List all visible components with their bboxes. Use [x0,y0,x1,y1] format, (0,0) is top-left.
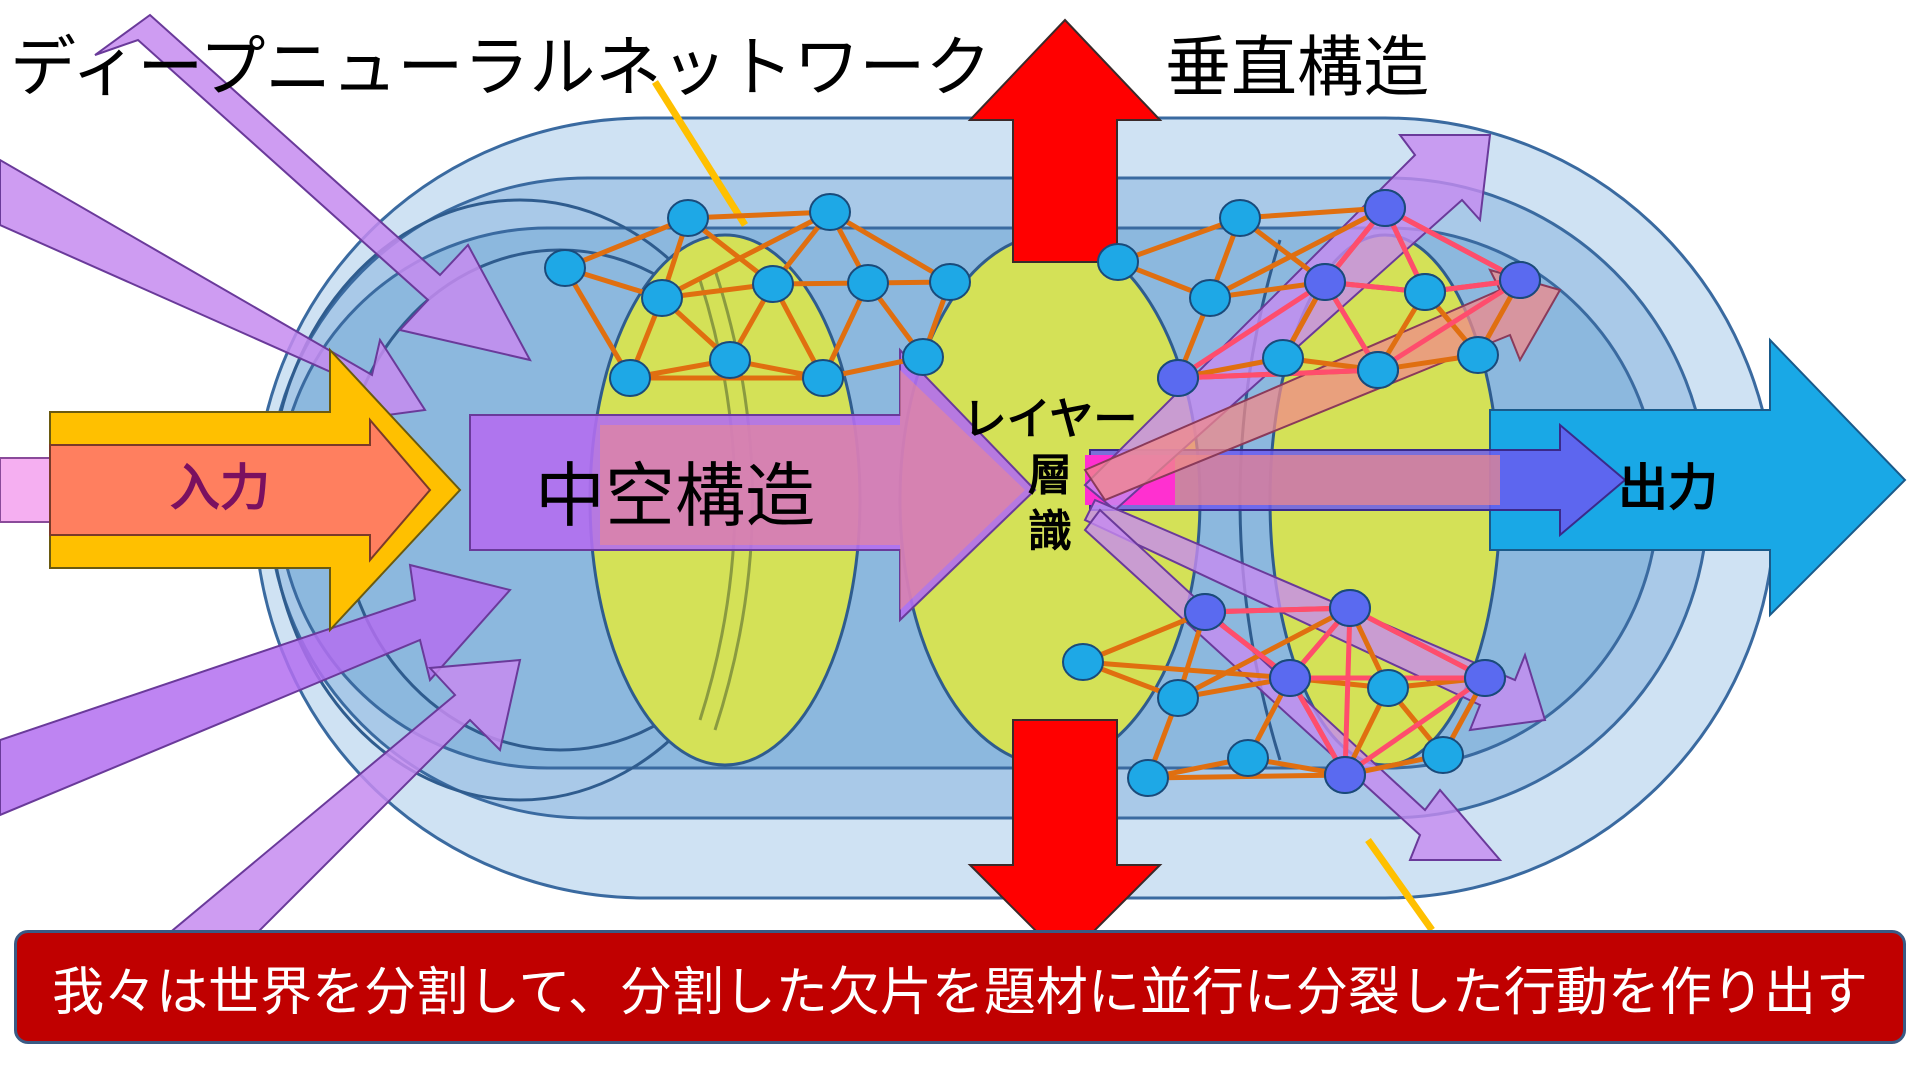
output-label: 出力 [1618,459,1718,517]
bottom-banner: 我々は世界を分割して、分割した欠片を題材に並行に分裂した行動を作り出す [14,930,1906,1044]
network-left-node [847,264,889,302]
network-left-node [929,263,971,301]
title-deep-neural-network: ディープニューラルネットワーク [10,29,992,106]
pointer-line-bottom [1365,837,1435,933]
network-right-top-node [1262,339,1304,377]
network-right-bottom-node [1127,759,1169,797]
network-right-top-edge [1208,205,1387,301]
layer-consciousness-label: レイヤー 層 識 [960,392,1140,560]
network-left-node [709,341,751,379]
network-right-top-node [1219,199,1261,237]
network-right-bottom-pink-edge [1343,675,1487,778]
network-right-bottom-node [1367,669,1409,707]
network-right-bottom-pink-node [1464,659,1506,697]
network-right-bottom-pink-node [1329,589,1371,627]
network-right-top-pink-edge [1376,277,1522,373]
network-right-bottom-node [1422,736,1464,774]
network-right-top-pink-node [1157,359,1199,397]
network-right-bottom-node [1062,643,1104,681]
output-arrow-pink [1090,455,1500,505]
fan-arrow-3 [1083,498,1547,732]
network-left-edge [562,266,633,380]
banner-text: 我々は世界を分割して、分割した欠片を題材に並行に分裂した行動を作り出す [52,962,1868,1023]
network-right-top-pink-node [1499,261,1541,299]
network-right-top-node [1097,243,1139,281]
network-right-bottom-node [1227,739,1269,777]
network-right-top-pink-node [1357,351,1399,389]
center-label-line1: レイヤー [962,394,1138,445]
network-right-bottom-edge [1082,609,1206,665]
network-right-top-pink-node [1404,273,1446,311]
network-left-node [641,279,683,317]
input-label: 入力 [170,459,270,517]
network-nodes [544,189,1541,797]
arrow-diag-top-1 [94,13,532,362]
title-vertical-structure: 垂直構造 [1165,29,1429,106]
network-right-top-edge [1239,205,1386,221]
network-right-bottom-pink-node [1184,593,1226,631]
network-right-top-node [1457,336,1499,374]
network-left-edge [564,215,689,271]
input-arrow-orange [49,417,432,563]
network-left-node [544,249,586,287]
network-left-node [809,193,851,231]
network-right-top-edge [1117,215,1241,265]
hollow-arrow-overlay [600,370,1025,610]
network-right-bottom-edge [1082,659,1291,681]
network-right-bottom-pink-edge [1342,607,1353,776]
pointer-line-top [652,80,748,227]
network-right-bottom-edge [1176,605,1352,701]
output-arrow-blue [1489,337,1907,618]
hollow-structure-label: 中空構造 [535,455,815,537]
arrow-diag-bot-1 [0,563,512,817]
network-left-node [902,338,944,376]
network-right-top-pink-node [1304,263,1346,301]
fan-arrow-4 [1083,508,1503,861]
vertical-arrow-down [967,719,1163,962]
network-left-edge [660,209,832,301]
network-right-bottom-pink-edge [1204,605,1351,615]
network-right-top-pink-node [1364,189,1406,227]
network-right-top-pink-edge [1383,205,1522,283]
network-right-top-pink-edge [1176,279,1327,381]
vertical-arrow-up [967,18,1163,263]
network-left-node [667,199,709,237]
network-left-node [802,359,844,397]
network-left-node [752,265,794,303]
network-right-bottom-pink-edge [1348,605,1487,681]
network-left-node [609,359,651,397]
network-left-edge [687,209,831,221]
network-right-bottom-node [1157,679,1199,717]
network-right-bottom-pink-node [1269,659,1311,697]
network-left-edge [828,209,952,285]
center-label-line2: 層 [1028,450,1072,501]
center-label-line3: 識 [1028,506,1072,557]
network-right-top-node [1189,279,1231,317]
network-right-bottom-pink-node [1324,756,1366,794]
